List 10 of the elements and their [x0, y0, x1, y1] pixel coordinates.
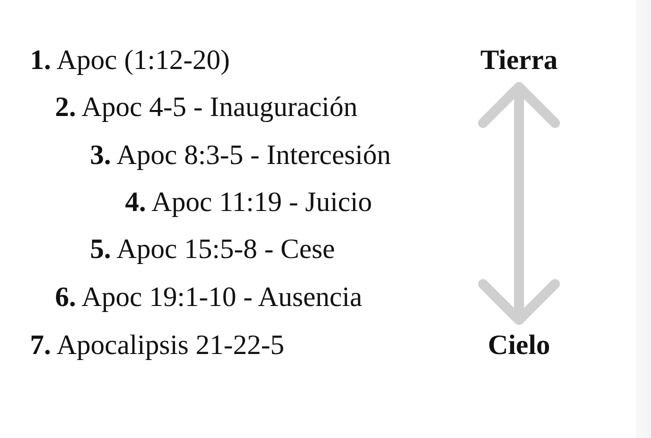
list-item: 6. Apoc 19:1-10 - Ausencia	[55, 281, 362, 315]
list-item: 3. Apoc 8:3-5 - Intercesión	[90, 139, 391, 173]
double-arrow	[478, 82, 560, 325]
list-item: 7. Apocalipsis 21-22-5	[30, 329, 284, 363]
list-item: 1. Apoc (1:12-20)	[30, 44, 230, 78]
list-item: 2. Apoc 4-5 - Inauguración	[55, 91, 358, 125]
list-item: 5. Apoc 15:5-8 - Cese	[90, 233, 335, 267]
list-item: 4. Apoc 11:19 - Juicio	[125, 186, 372, 220]
end-label: Cielo	[488, 330, 550, 362]
end-label: Tierra	[480, 45, 558, 77]
